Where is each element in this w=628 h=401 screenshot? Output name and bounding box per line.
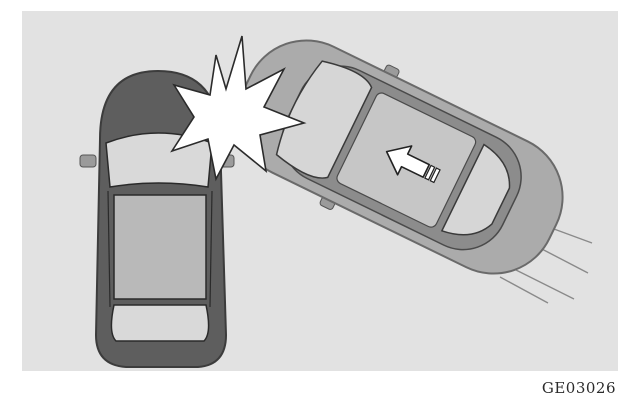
motion-line: [554, 229, 592, 243]
collision-illustration: [22, 11, 618, 371]
stationary-car-rear-window: [111, 305, 208, 341]
side-mirror: [80, 155, 96, 167]
illustration-panel: [22, 11, 618, 371]
figure-code: GE03026: [542, 379, 616, 397]
stationary-car-roof: [114, 195, 206, 299]
motion-line: [538, 247, 588, 273]
motion-line: [514, 269, 574, 299]
motion-line: [500, 277, 548, 303]
